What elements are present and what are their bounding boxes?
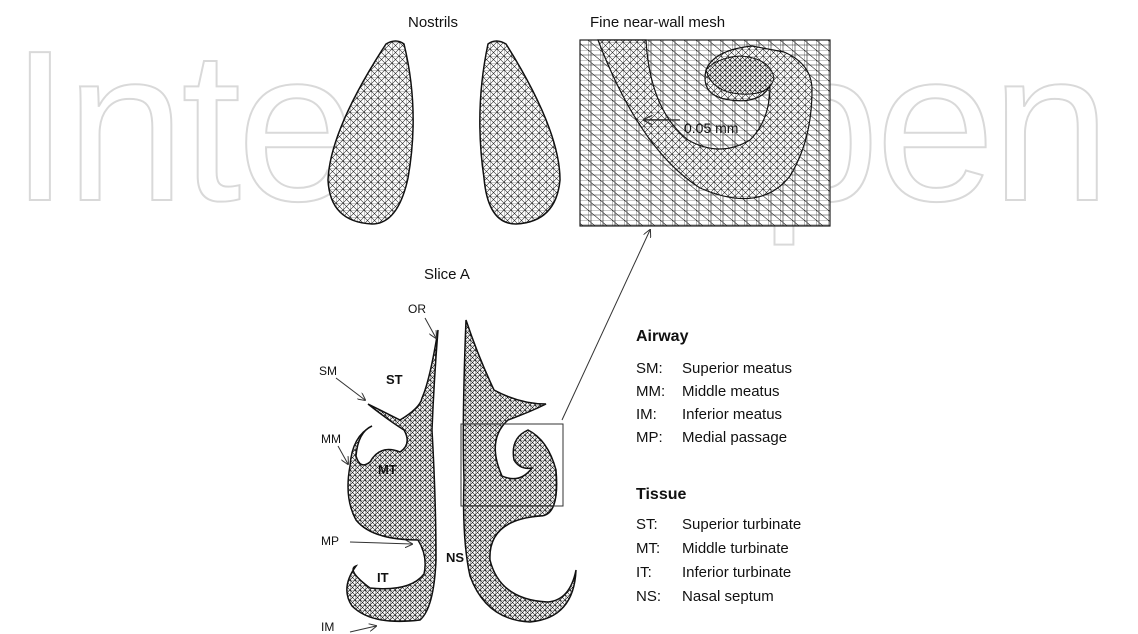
legend-tissue-row: IT:Inferior turbinate [636,564,791,581]
legend-airway-row: SM:Superior meatus [636,360,792,377]
legend-tissue-row: MT:Middle turbinate [636,540,789,557]
mm-arrow [338,446,348,464]
im-arrow [350,626,376,632]
legend-code: ST: [636,516,682,533]
legend-name: Superior turbinate [682,516,801,533]
legend-code: IM: [636,406,682,423]
mesh-dimension-label: 0.05 mm [684,120,738,136]
legend-airway-row: MP:Medial passage [636,429,787,446]
legend-name: Nasal septum [682,588,774,605]
callout-mp: MP [321,534,339,548]
mesh-title: Fine near-wall mesh [590,14,725,31]
label-mt: MT [378,462,397,477]
nostrils-title: Nostrils [408,14,458,31]
sm-arrow [336,378,365,400]
legend-airway-row: IM:Inferior meatus [636,406,782,423]
label-st: ST [386,372,403,387]
or-arrow [425,318,436,338]
legend-code: SM: [636,360,682,377]
legend-name: Inferior meatus [682,406,782,423]
callout-or: OR [408,302,426,316]
left-nostril-mesh [328,41,413,224]
legend-name: Middle turbinate [682,540,789,557]
legend-code: IT: [636,564,682,581]
legend-code: MP: [636,429,682,446]
legend-code: MT: [636,540,682,557]
legend-tissue-row: NS:Nasal septum [636,588,774,605]
legend-airway-row: MM:Middle meatus [636,383,780,400]
legend-name: Middle meatus [682,383,780,400]
label-ns: NS [446,550,464,565]
legend-tissue-row: ST:Superior turbinate [636,516,801,533]
right-nostril-mesh [480,41,560,224]
legend-name: Medial passage [682,429,787,446]
legend-tissue-title: Tissue [636,486,686,504]
mp-arrow [350,542,412,544]
legend-name: Superior meatus [682,360,792,377]
callout-sm: SM [319,364,337,378]
legend-name: Inferior turbinate [682,564,791,581]
callout-im: IM [321,620,334,634]
legend-airway-title: Airway [636,328,688,346]
legend-code: NS: [636,588,682,605]
right-airway-section [463,320,576,622]
slice-a-title: Slice A [424,266,470,283]
legend-code: MM: [636,383,682,400]
label-it: IT [377,570,389,585]
callout-mm: MM [321,432,341,446]
